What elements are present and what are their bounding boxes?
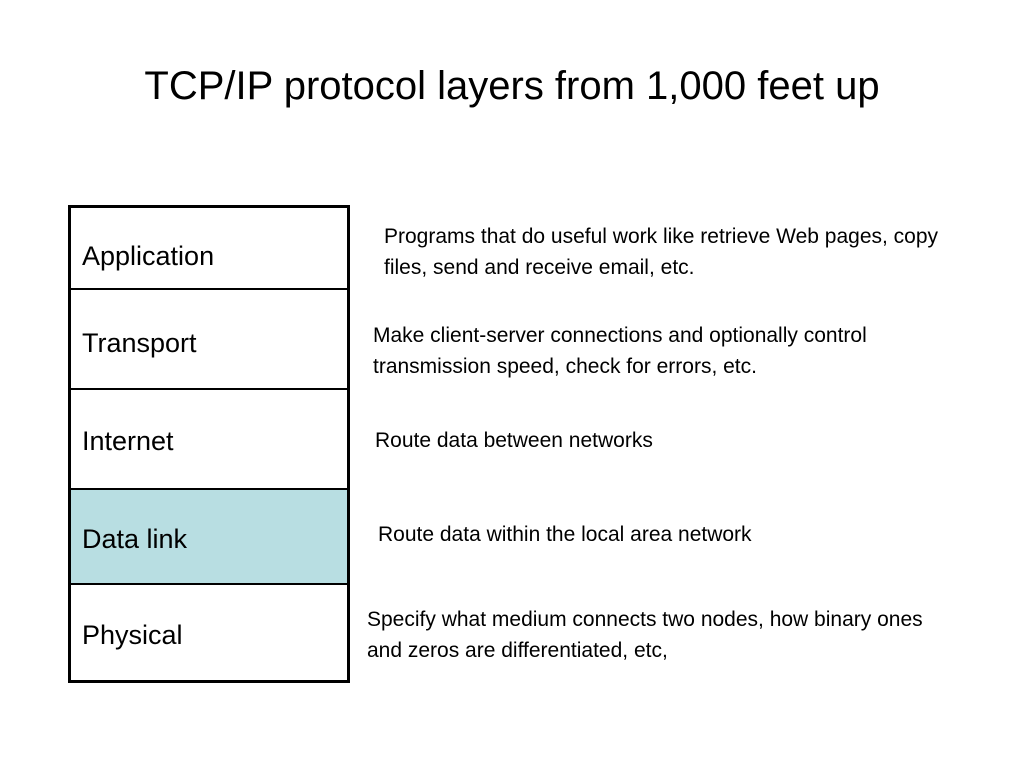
layer-label-physical: Physical xyxy=(82,619,183,650)
layer-label-data-link: Data link xyxy=(82,523,188,554)
layer-description-physical: Specify what medium connects two nodes, … xyxy=(367,608,923,662)
layer-description-internet: Route data between networks xyxy=(375,429,653,452)
layer-row-transport[interactable]: Transport xyxy=(71,290,347,390)
page-title: TCP/IP protocol layers from 1,000 feet u… xyxy=(144,64,880,108)
layer-row-application[interactable]: Application xyxy=(71,208,347,290)
layer-label-internet: Internet xyxy=(82,426,174,456)
layer-label-transport: Transport xyxy=(82,328,197,358)
layer-row-physical[interactable]: Physical xyxy=(71,585,347,680)
layer-description-transport: Make client-server connections and optio… xyxy=(373,324,867,378)
layer-description-data-link: Route data within the local area network xyxy=(378,523,752,546)
layer-description-application: Programs that do useful work like retrie… xyxy=(384,225,939,279)
layer-label-application: Application xyxy=(82,241,215,271)
layer-row-data-link[interactable]: Data link xyxy=(71,490,347,585)
protocol-layer-stack: Application Transport Internet Data link… xyxy=(68,205,350,683)
layer-row-internet[interactable]: Internet xyxy=(71,390,347,490)
